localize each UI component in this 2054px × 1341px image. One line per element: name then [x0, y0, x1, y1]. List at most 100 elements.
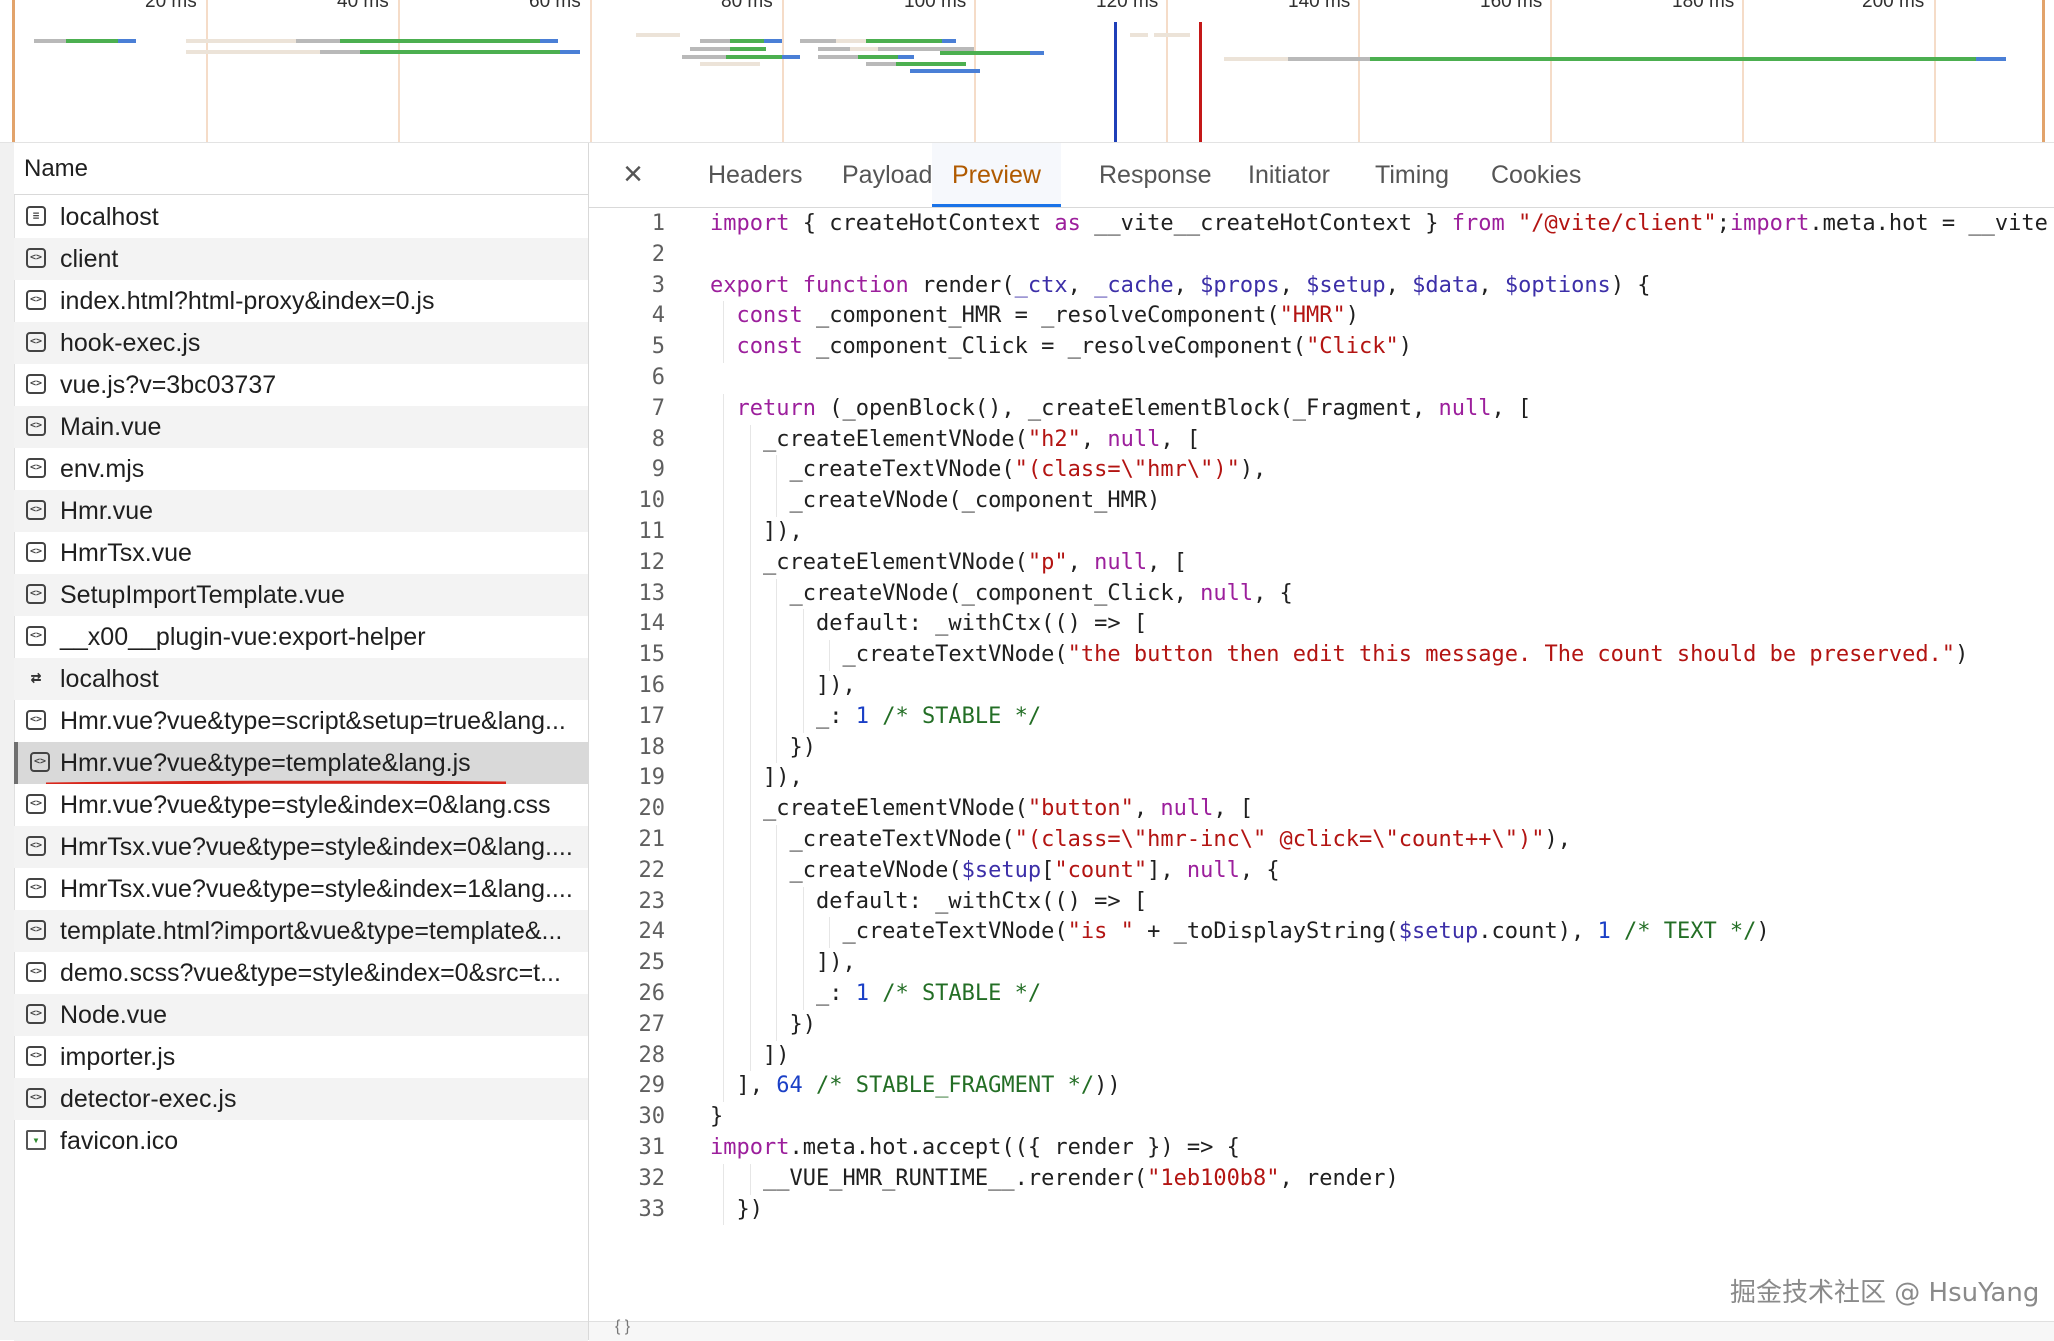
request-row[interactable]: <>Hmr.vue?vue&type=style&index=0&lang.cs… — [14, 784, 588, 826]
request-row[interactable]: <>template.html?import&vue&type=template… — [14, 910, 588, 952]
request-row[interactable]: <>SetupImportTemplate.vue — [14, 574, 588, 616]
waterfall-bar — [764, 39, 782, 43]
line-number: 29 — [638, 1073, 666, 1099]
request-row[interactable]: <>demo.scss?vue&type=style&index=0&src=t… — [14, 952, 588, 994]
tick-label: 180 ms — [1672, 0, 1735, 12]
request-row[interactable]: ≡localhost — [14, 196, 588, 238]
tab-response[interactable]: Response — [1099, 161, 1212, 189]
request-name: Hmr.vue?vue&type=script&setup=true&lang.… — [60, 707, 566, 735]
code-text: export function render(_ctx, _cache, $pr… — [710, 272, 1651, 298]
request-row[interactable]: <> Hmr.vue?vue&type=script&setup=true&lan… — [14, 700, 588, 742]
code-line: 10 _createVNode(_component_HMR) — [589, 486, 2054, 517]
code-text: ]), — [710, 765, 803, 791]
code-line: 27 }) — [589, 1009, 2054, 1041]
indent-guide — [749, 948, 751, 979]
request-name: env.mjs — [60, 455, 145, 483]
overview-range-handle-right[interactable] — [2042, 0, 2045, 142]
code-line: 30} — [589, 1102, 2054, 1133]
code-text: const _component_Click = _resolveCompone… — [736, 334, 1413, 360]
request-name: localhost — [60, 665, 159, 693]
indent-guide — [723, 670, 725, 702]
waterfall-bar — [726, 55, 782, 59]
indent-guide — [802, 609, 804, 641]
waterfall-bar — [866, 39, 942, 43]
request-row[interactable]: <>HmrTsx.vue?vue&type=style&index=0&lang… — [14, 826, 588, 868]
request-row[interactable]: <>index.html?html-proxy&index=0.js — [14, 280, 588, 322]
request-row[interactable]: <>env.mjs — [14, 448, 588, 490]
tab-preview[interactable]: Preview — [932, 143, 1061, 207]
name-column-header[interactable]: Name — [14, 143, 588, 195]
request-row[interactable]: <>hook-exec.js — [14, 322, 588, 364]
script-icon: <> — [26, 962, 46, 982]
script-icon: <> — [26, 1088, 46, 1108]
request-row[interactable]: <>__x00__plugin-vue:export-helper — [14, 616, 588, 658]
network-overview[interactable]: 20 ms 40 ms 60 ms 80 ms 100 ms 120 ms 14… — [0, 0, 2054, 143]
script-icon: <> — [26, 794, 46, 814]
request-row[interactable]: <>Node.vue — [14, 994, 588, 1036]
code-line: 21 _createTextVNode("(class=\"hmr-inc\" … — [589, 824, 2054, 856]
line-number: 33 — [638, 1196, 666, 1222]
indent-guide — [723, 794, 725, 825]
code-text: }) — [710, 734, 816, 760]
tick-label: 140 ms — [1288, 0, 1351, 12]
script-icon: <> — [26, 500, 46, 520]
tick-gridline — [782, 0, 784, 142]
waterfall-bar — [878, 47, 974, 51]
code-text: __VUE_HMR_RUNTIME__.rerender("1eb100b8",… — [710, 1165, 1399, 1191]
request-row[interactable]: <>client — [14, 238, 588, 280]
request-row[interactable]: <>HmrTsx.vue — [14, 532, 588, 574]
line-number: 5 — [651, 334, 665, 360]
line-number: 19 — [638, 765, 666, 791]
waterfall-bar — [818, 47, 850, 51]
request-name: SetupImportTemplate.vue — [60, 581, 345, 609]
tab-headers[interactable]: Headers — [708, 161, 803, 189]
code-text: import { createHotContext as __vite__cre… — [710, 211, 2048, 236]
close-icon[interactable]: × — [623, 155, 643, 193]
request-name: index.html?html-proxy&index=0.js — [60, 287, 435, 315]
waterfall-bar — [910, 69, 980, 73]
request-row[interactable]: <>Hmr.vue — [14, 490, 588, 532]
tab-initiator[interactable]: Initiator — [1248, 161, 1330, 189]
request-row[interactable]: <>importer.js — [14, 1036, 588, 1078]
code-text: const _component_HMR = _resolveComponent… — [736, 303, 1360, 329]
waterfall-bar — [360, 50, 560, 54]
code-text: ], 64 /* STABLE_FRAGMENT */)) — [710, 1073, 1121, 1099]
tab-timing[interactable]: Timing — [1375, 161, 1450, 189]
indent-guide — [723, 578, 725, 610]
line-number: 20 — [638, 796, 666, 822]
request-row[interactable]: ⇄localhost — [14, 658, 588, 700]
request-row-selected[interactable]: <>Hmr.vue?vue&type=template&lang.js — [14, 742, 588, 784]
tick-label: 200 ms — [1862, 0, 1925, 12]
line-number: 25 — [638, 950, 666, 976]
line-number: 4 — [651, 303, 665, 329]
indent-guide — [723, 763, 725, 795]
waterfall-bar — [34, 39, 66, 43]
indent-guide — [776, 1009, 778, 1041]
tick-label: 20 ms — [145, 0, 197, 12]
request-name: HmrTsx.vue?vue&type=style&index=1&lang..… — [60, 875, 573, 903]
request-row[interactable]: ▾favicon.ico — [14, 1120, 588, 1162]
line-number: 12 — [638, 549, 666, 575]
request-row[interactable]: <> detector-exec.js — [14, 1078, 588, 1120]
script-icon: <> — [30, 752, 50, 772]
request-row[interactable]: <>Main.vue — [14, 406, 588, 448]
request-name: importer.js — [60, 1043, 176, 1071]
tab-payload[interactable]: Payload — [842, 161, 933, 189]
overview-range-handle-left[interactable] — [12, 0, 15, 142]
indent-guide — [749, 486, 751, 517]
indent-guide — [776, 917, 778, 949]
tab-cookies[interactable]: Cookies — [1491, 161, 1582, 189]
request-row[interactable]: <>vue.js?v=3bc03737 — [14, 364, 588, 406]
script-icon: <> — [26, 710, 46, 730]
request-name: detector-exec.js — [60, 1085, 237, 1113]
line-number: 28 — [638, 1042, 666, 1068]
indent-guide — [776, 701, 778, 733]
indent-guide — [802, 886, 804, 918]
indent-guide — [749, 609, 751, 641]
request-name: localhost — [60, 203, 159, 231]
indent-guide — [749, 670, 751, 702]
request-row[interactable]: <>HmrTsx.vue?vue&type=style&index=1&lang… — [14, 868, 588, 910]
code-line: 4 const _component_HMR = _resolveCompone… — [589, 301, 2054, 333]
